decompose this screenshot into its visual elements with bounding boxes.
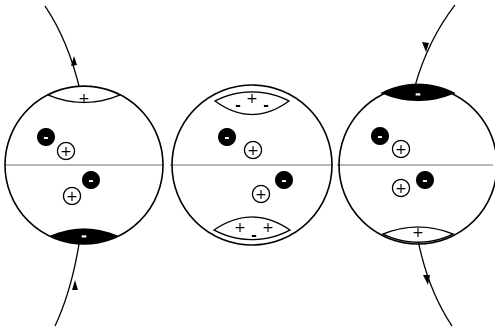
positive-charge-label: +: [395, 142, 407, 158]
negative-charge-label: -: [224, 131, 229, 146]
arrowheads: [71, 42, 430, 290]
cap-sign: +: [246, 91, 258, 107]
negative-charge-label: -: [43, 131, 48, 146]
cap-sign: +: [78, 91, 90, 107]
cap-sign: -: [263, 98, 269, 114]
field-line-right-bottom: [418, 240, 452, 326]
negative-charge-label: -: [281, 174, 286, 189]
arrowhead-right-bottom-down-icon: [423, 275, 430, 285]
cap-sign: -: [81, 227, 87, 245]
cap-sign: -: [235, 98, 241, 114]
positive-charge-label: +: [255, 187, 267, 203]
positive-charge-label: +: [395, 181, 407, 197]
field-line-left-bottom: [55, 238, 80, 326]
panel-right: - + - + - +: [339, 84, 495, 244]
positive-charge-label: +: [247, 143, 259, 159]
cap-sign: +: [412, 225, 424, 241]
cap-sign: -: [415, 85, 421, 103]
cap-sign: -: [251, 228, 257, 244]
field-line-left-top: [45, 6, 80, 90]
cap-sign: +: [234, 220, 246, 236]
negative-charge-label: -: [377, 130, 382, 145]
positive-charge-label: +: [60, 144, 72, 160]
field-line-right-top: [415, 5, 455, 86]
negative-charge-label: -: [88, 174, 93, 189]
positive-charge-label: +: [66, 189, 78, 205]
negative-charge-label: -: [422, 174, 427, 189]
cap-sign: +: [262, 220, 274, 236]
arrowhead-left-bottom-up-icon: [72, 280, 78, 290]
